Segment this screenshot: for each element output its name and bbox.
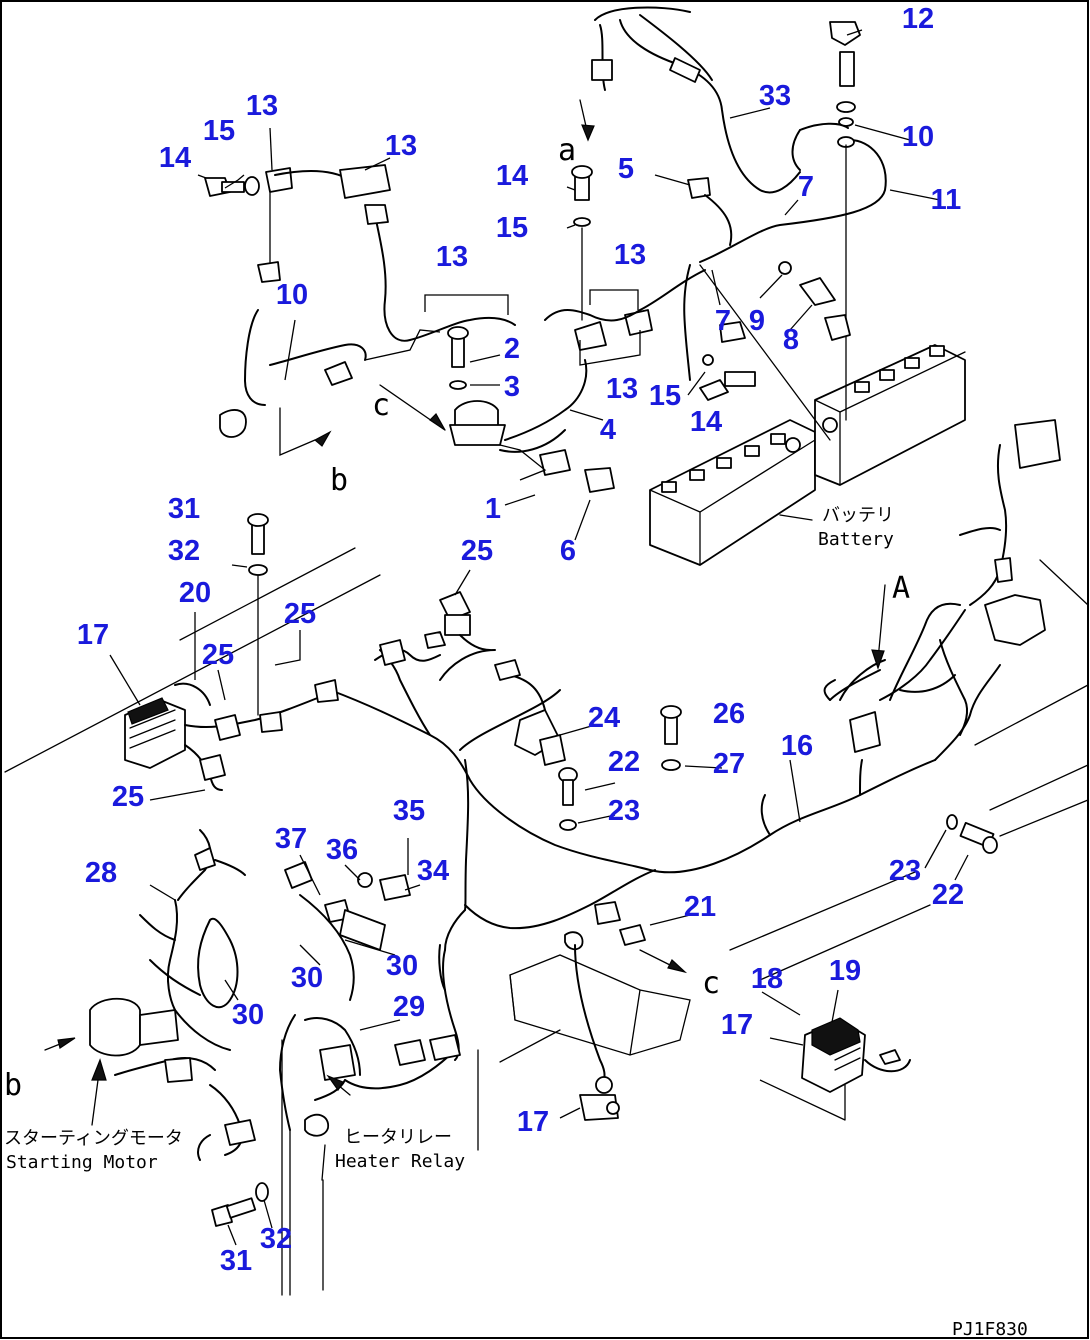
callout-c10b: 10: [276, 279, 308, 311]
callout-c13b: 13: [385, 130, 417, 162]
callout-c31a: 31: [168, 493, 200, 525]
callout-c14a: 14: [159, 142, 191, 174]
callout-c1: 1: [485, 493, 501, 525]
callout-c32a: 32: [168, 535, 200, 567]
callout-c23b: 23: [889, 855, 921, 887]
callout-c17a: 17: [77, 619, 109, 651]
callout-c13c: 13: [436, 241, 468, 273]
callout-c36: 36: [326, 834, 358, 866]
leader-lines: [109, 29, 969, 1246]
callout-c25a: 25: [461, 535, 493, 567]
callout-c16: 16: [781, 730, 813, 762]
callout-c11: 11: [931, 184, 962, 216]
section-letter-lb1: b: [330, 463, 348, 498]
callout-c15a: 15: [203, 115, 235, 147]
callout-c37: 37: [275, 823, 307, 855]
callout-c25b: 25: [284, 598, 316, 630]
bolts-22-27: [558, 705, 998, 854]
callout-c22b: 22: [932, 879, 964, 911]
callout-c14b: 14: [496, 160, 528, 192]
callout-c9: 9: [749, 305, 765, 337]
left-controller-group: [124, 513, 441, 791]
starting-motor-label-jp: スターティングモータ: [4, 1128, 183, 1149]
callout-c7a: 7: [798, 171, 814, 203]
right-controller-group: [801, 1017, 911, 1121]
right-harness: [823, 419, 1061, 736]
callout-c20: 20: [179, 577, 211, 609]
main-harness: [329, 584, 1001, 1121]
callout-c17b: 17: [721, 1009, 753, 1041]
heater-relay-label-en: Heater Relay: [335, 1151, 465, 1172]
callout-c31b: 31: [220, 1245, 252, 1277]
callout-c27: 27: [713, 748, 745, 780]
callout-c26: 26: [713, 698, 745, 730]
callout-c22a: 22: [608, 746, 640, 778]
callout-c14c: 14: [690, 406, 722, 438]
callout-c25c: 25: [202, 639, 234, 671]
section-letter-lc2: c: [702, 966, 720, 1001]
callout-c34: 34: [417, 855, 449, 887]
callout-c4: 4: [600, 414, 616, 446]
callout-c13d: 13: [614, 239, 646, 271]
callout-c30c: 30: [232, 999, 264, 1031]
callout-c3: 3: [504, 371, 520, 403]
section-letter-lb2: b: [4, 1068, 22, 1103]
battery-label-jp: バッテリ: [822, 505, 894, 526]
callout-c28: 28: [85, 857, 117, 889]
battery-label-en: Battery: [818, 529, 894, 550]
relay-group: [379, 99, 756, 493]
starting-motor-label-en: Starting Motor: [6, 1152, 158, 1173]
frame-lines: [4, 547, 1089, 1063]
callout-c12: 12: [902, 3, 934, 35]
callout-c30b: 30: [291, 962, 323, 994]
callout-c24: 24: [588, 702, 620, 734]
callout-c5: 5: [618, 153, 634, 185]
battery-cables: [591, 6, 887, 441]
section-letter-la1: a: [558, 133, 576, 168]
callout-c23a: 23: [608, 795, 640, 827]
callout-c17c: 17: [517, 1106, 549, 1138]
callout-c29: 29: [393, 991, 425, 1023]
callout-c13e: 13: [606, 373, 638, 405]
heater-relay-label-jp: ヒータリレー: [344, 1127, 452, 1148]
callout-c21: 21: [684, 891, 716, 923]
callout-c25d: 25: [112, 781, 144, 813]
lower-bolt-group: [211, 1182, 269, 1227]
callout-c32b: 32: [260, 1223, 292, 1255]
starting-motor-group: スターティングモータ Starting Motor: [4, 829, 256, 1173]
upper-left-harness: [204, 164, 516, 456]
callout-c13a: 13: [246, 90, 278, 122]
callout-c15c: 15: [649, 380, 681, 412]
section-letter-lc1: c: [372, 388, 390, 423]
callout-c18: 18: [751, 963, 783, 995]
figure-code: PJ1F830: [952, 1319, 1028, 1340]
callout-c8: 8: [783, 324, 799, 356]
callout-c7b: 7: [715, 305, 731, 337]
callout-c10a: 10: [902, 121, 934, 153]
callout-c6: 6: [560, 535, 576, 567]
callout-c19: 19: [829, 955, 861, 987]
frame-bracket: [509, 954, 691, 1056]
callout-c33: 33: [759, 80, 791, 112]
callout-c2: 2: [504, 333, 520, 365]
heater-relay-group: ヒータリレー Heater Relay: [279, 861, 479, 1296]
callout-c30a: 30: [386, 950, 418, 982]
section-letter-lA: A: [892, 571, 910, 606]
battery-group: バッテリ Battery: [649, 344, 966, 566]
callout-c35: 35: [393, 795, 425, 827]
callout-c15b: 15: [496, 212, 528, 244]
